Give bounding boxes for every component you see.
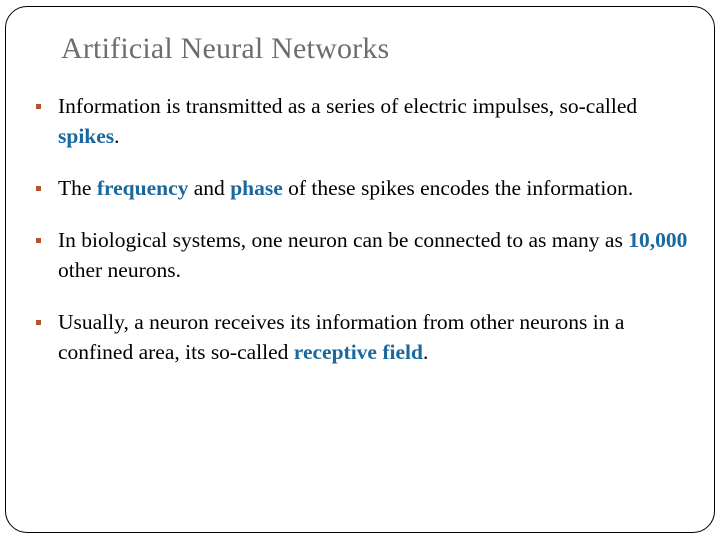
list-item: The frequency and phase of these spikes … [24,173,704,203]
text-segment: Information is transmitted as a series o… [58,94,638,118]
list-item: Usually, a neuron receives its informati… [24,307,704,367]
emphasis-segment: frequency [96,176,189,200]
text-segment: . [114,124,120,148]
list-item-text: In biological systems, one neuron can be… [58,225,704,285]
text-segment: of these spikes encodes the information. [282,176,634,200]
page-title: Artificial Neural Networks [61,32,390,65]
list-item-text: Usually, a neuron receives its informati… [58,307,704,367]
emphasis-segment: phase [230,176,283,200]
text-segment: other neurons. [58,258,181,282]
emphasis-segment: 10,000 [628,228,688,252]
square-bullet-icon [36,320,41,325]
list-item: In biological systems, one neuron can be… [24,225,704,285]
emphasis-segment: spikes [58,124,115,148]
text-segment: In biological systems, one neuron can be… [58,228,629,252]
emphasis-segment: receptive field [293,340,423,364]
bullet-list: Information is transmitted as a series o… [24,91,704,367]
text-segment: and [188,176,231,200]
square-bullet-icon [36,186,41,191]
slide-frame: Artificial Neural Networks Information i… [5,6,715,533]
text-segment: . [422,340,429,364]
square-bullet-icon [36,238,41,243]
text-segment: Usually, a neuron receives its informati… [58,310,625,364]
list-item-text: The frequency and phase of these spikes … [58,173,704,203]
list-item-text: Information is transmitted as a series o… [58,91,704,151]
list-item: Information is transmitted as a series o… [24,91,704,151]
square-bullet-icon [36,104,41,109]
text-segment: The [58,176,97,200]
